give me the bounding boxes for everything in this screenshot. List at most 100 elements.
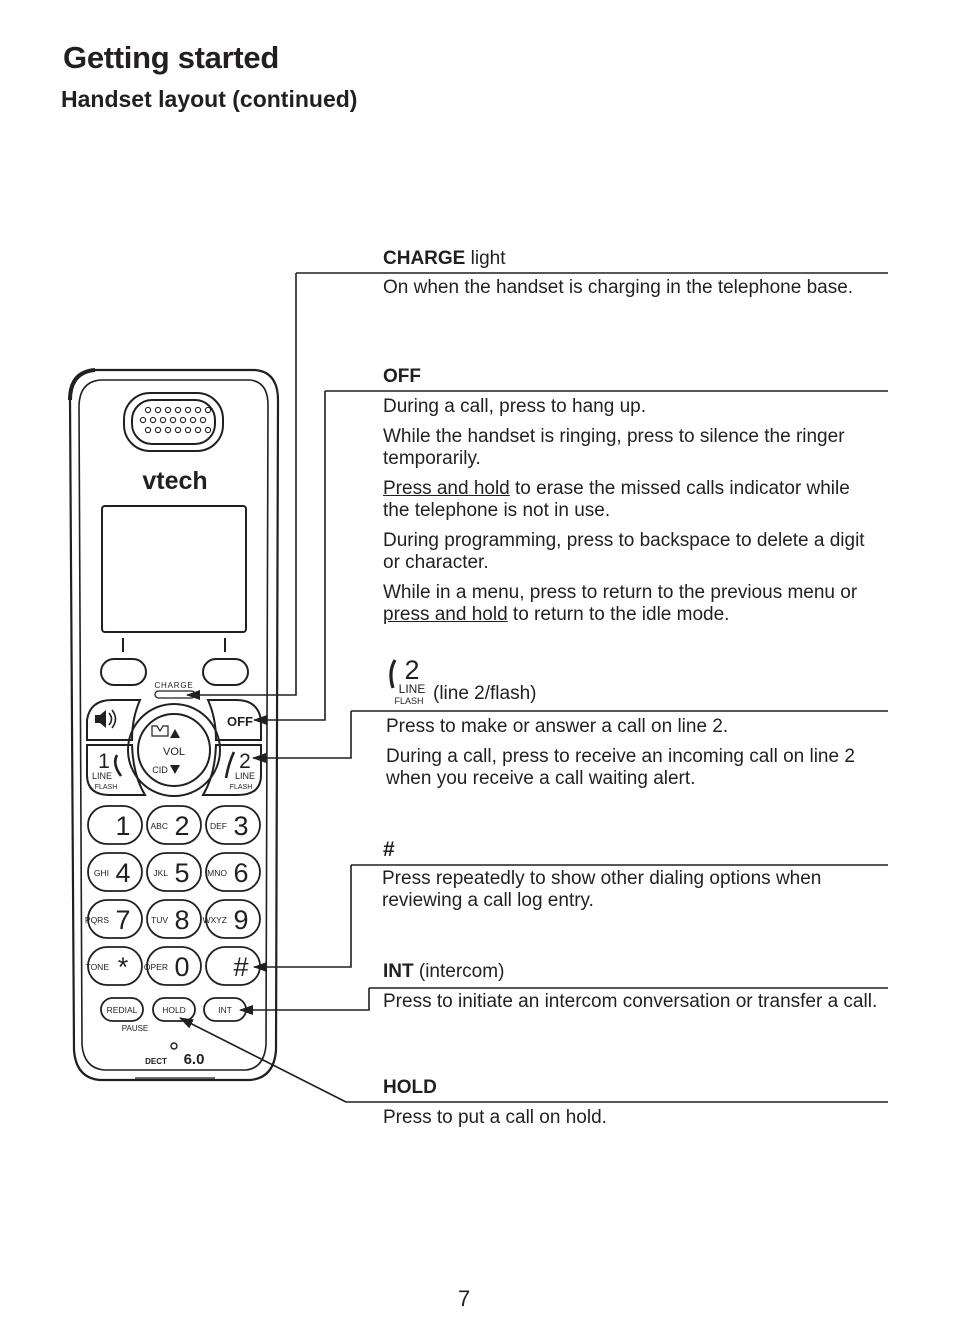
dect-version: 6.0 (184, 1051, 205, 1068)
line2-digit: 2 (239, 750, 251, 773)
int-key-label: INT (218, 1005, 232, 1015)
line1-digit: 1 (98, 750, 110, 773)
pound-callout-desc: Press repeatedly to show other dialing o… (382, 868, 822, 911)
charge-callout: CHARGE light (383, 248, 883, 270)
off-button[interactable] (206, 699, 262, 741)
keypad-key-3[interactable]: DEF 3 (205, 805, 261, 845)
keypad-key-1[interactable]: 1 (87, 805, 143, 845)
line2-line-label: LINE (235, 771, 255, 781)
key-letters: TUV (151, 915, 168, 925)
key-digit: * (118, 952, 129, 982)
handset-body (68, 368, 280, 1082)
keypad-key-0[interactable]: OPER 0 (144, 946, 202, 986)
key-letters: OPER (144, 962, 168, 972)
hold-leader-line (179, 1017, 347, 1103)
keypad-key-4[interactable]: GHI 4 (87, 852, 143, 892)
off-leader-line (253, 391, 326, 725)
key-digit: 6 (233, 858, 248, 888)
pound-callout-heading: # (383, 838, 395, 861)
int-callout-desc: Press to initiate an intercom conversati… (383, 991, 878, 1012)
key-digit: 4 (115, 858, 130, 888)
keypad-key-star[interactable]: TONE * (86, 946, 143, 986)
key-digit: 5 (174, 858, 189, 888)
svg-text:LINE: LINE (399, 682, 426, 696)
brand-logo: vtech (142, 467, 207, 495)
page-number: 7 (458, 1286, 471, 1311)
line2-flash-label: FLASH (230, 784, 253, 791)
earpiece (123, 392, 224, 452)
redial-label: REDIAL (107, 1005, 138, 1015)
pause-label: PAUSE (122, 1024, 149, 1033)
svg-text:2: 2 (404, 655, 419, 685)
line2-flash-icon: 2 LINE FLASH (389, 655, 426, 706)
line1-flash-label: FLASH (95, 784, 118, 791)
svg-text:FLASH: FLASH (394, 696, 423, 706)
leader-lines (179, 273, 370, 1103)
charge-leader-line (186, 273, 297, 700)
key-letters: ABC (151, 821, 168, 831)
line1-button[interactable] (86, 744, 147, 796)
keypad-key-2[interactable]: ABC 2 (146, 805, 202, 845)
display-screen (101, 505, 247, 633)
key-letters: TONE (86, 962, 110, 972)
nav-cluster (86, 699, 262, 797)
int-leader-line (239, 988, 370, 1015)
callout-rules (296, 272, 888, 1103)
key-digit: 1 (115, 811, 130, 841)
line2-button[interactable] (201, 744, 262, 796)
keypad-key-8[interactable]: TUV 8 (146, 899, 202, 939)
down-arrow-icon (170, 765, 180, 774)
key-digit: 3 (233, 811, 248, 841)
book-icon (151, 725, 169, 737)
hold-key-label: HOLD (162, 1005, 186, 1015)
charge-label: CHARGE (154, 681, 193, 690)
key-letters: GHI (94, 868, 109, 878)
off-callout-heading: OFF (383, 366, 421, 387)
key-letters: DEF (210, 821, 227, 831)
speaker-icon (95, 709, 117, 729)
key-digit: 7 (115, 905, 130, 935)
section-subtitle: Handset layout (continued) (61, 86, 358, 112)
line2-callout-heading: (line 2/flash) (433, 683, 537, 704)
right-softkey[interactable] (202, 658, 249, 686)
keypad-key-7[interactable]: PQRS 7 (85, 899, 143, 939)
key-digit: # (233, 952, 248, 982)
keypad-key-pound[interactable]: # (205, 946, 261, 986)
line1-line-label: LINE (92, 771, 112, 781)
hold-callout-heading: HOLD (383, 1077, 437, 1098)
hold-button[interactable] (152, 997, 196, 1022)
key-letters: PQRS (85, 915, 109, 925)
keypad-key-6[interactable]: MNO 6 (205, 852, 261, 892)
charge-callout-desc: On when the handset is charging in the t… (383, 277, 854, 298)
keypad-key-9[interactable]: WXYZ 9 (202, 899, 261, 939)
line2-leader-line (252, 711, 352, 763)
key-letters: JKL (153, 868, 168, 878)
speaker-button[interactable] (86, 699, 142, 741)
off-key-label: OFF (227, 714, 253, 729)
up-arrow-icon (170, 729, 180, 738)
key-letters: MNO (207, 868, 227, 878)
microphone-icon (170, 1042, 178, 1050)
int-callout-heading: INT (intercom) (383, 961, 505, 982)
key-digit: 2 (174, 811, 189, 841)
pound-leader-line (253, 865, 352, 972)
hold-callout-desc: Press to put a call on hold. (383, 1107, 607, 1128)
line2-callout-body: Press to make or answer a call on line 2… (386, 716, 855, 789)
key-digit: 9 (233, 905, 248, 935)
key-digit: 0 (174, 952, 189, 982)
key-letters: WXYZ (202, 915, 227, 925)
keypad-key-5[interactable]: JKL 5 (146, 852, 202, 892)
phone-handset-icon (224, 751, 236, 779)
cid-label: CID (152, 765, 168, 775)
redial-button[interactable] (100, 997, 144, 1022)
off-callout-body: During a call, press to hang up. While t… (383, 396, 865, 625)
earpiece-holes (139, 406, 212, 434)
phone-handset-icon (113, 754, 123, 777)
charge-callout-heading: CHARGE light (383, 248, 506, 269)
left-softkey[interactable] (100, 658, 147, 686)
dect-label: DECT (145, 1057, 167, 1066)
vol-label: VOL (163, 746, 185, 758)
key-digit: 8 (174, 905, 189, 935)
